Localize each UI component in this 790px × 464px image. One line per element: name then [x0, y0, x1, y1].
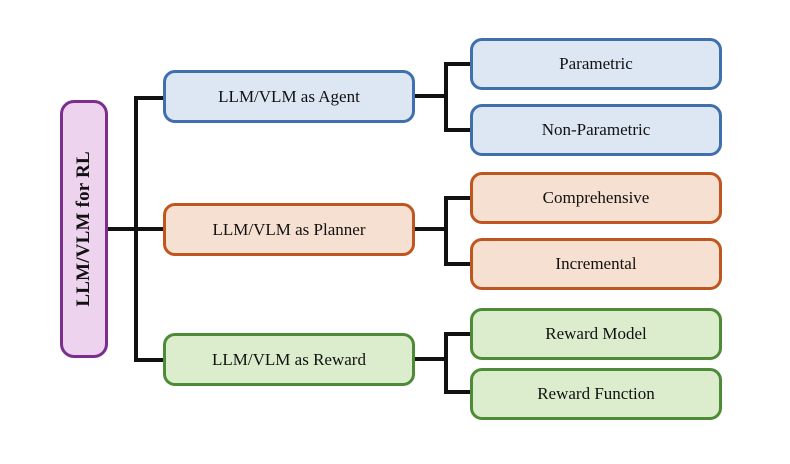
- category-node-agent: LLM/VLM as Agent: [163, 70, 415, 123]
- leaf-node-reward-model-label: Reward Model: [545, 324, 647, 344]
- connector-reward-vertical: [444, 332, 448, 394]
- leaf-node-comprehensive-label: Comprehensive: [542, 188, 650, 208]
- leaf-node-reward-model: Reward Model: [470, 308, 722, 360]
- connector-planner-to-comprehensive: [444, 196, 472, 200]
- category-node-agent-label: LLM/VLM as Agent: [218, 86, 360, 106]
- leaf-node-parametric-label: Parametric: [559, 54, 633, 74]
- connector-agent-vertical: [444, 62, 448, 132]
- connector-spine-to-planner: [134, 227, 165, 231]
- connector-planner-to-incremental: [444, 262, 472, 266]
- leaf-node-incremental: Incremental: [470, 238, 722, 290]
- category-node-planner: LLM/VLM as Planner: [163, 203, 415, 256]
- connector-agent-to-non-parametric: [444, 128, 472, 132]
- leaf-node-comprehensive: Comprehensive: [470, 172, 722, 224]
- leaf-node-incremental-label: Incremental: [555, 254, 637, 274]
- connector-agent-stem: [415, 94, 448, 98]
- connector-agent-to-parametric: [444, 62, 472, 66]
- category-node-reward: LLM/VLM as Reward: [163, 333, 415, 386]
- leaf-node-non-parametric-label: Non-Parametric: [541, 120, 651, 140]
- connector-planner-stem: [415, 227, 448, 231]
- connector-reward-stem: [415, 357, 448, 361]
- connector-spine-to-agent: [134, 96, 165, 100]
- connector-spine-to-reward: [134, 358, 165, 362]
- leaf-node-reward-function-label: Reward Function: [537, 384, 655, 404]
- leaf-node-non-parametric: Non-Parametric: [470, 104, 722, 156]
- leaf-node-reward-function: Reward Function: [470, 368, 722, 420]
- category-node-planner-label: LLM/VLM as Planner: [212, 219, 366, 239]
- connector-reward-to-reward-function: [444, 390, 472, 394]
- root-node-label: LLM/VLM for RL: [73, 151, 95, 307]
- connector-root-to-spine: [108, 227, 138, 231]
- root-node-llm-vlm-for-rl: LLM/VLM for RL: [60, 100, 108, 358]
- connector-reward-to-reward-model: [444, 332, 472, 336]
- connector-planner-vertical: [444, 196, 448, 266]
- category-node-reward-label: LLM/VLM as Reward: [212, 349, 366, 369]
- leaf-node-parametric: Parametric: [470, 38, 722, 90]
